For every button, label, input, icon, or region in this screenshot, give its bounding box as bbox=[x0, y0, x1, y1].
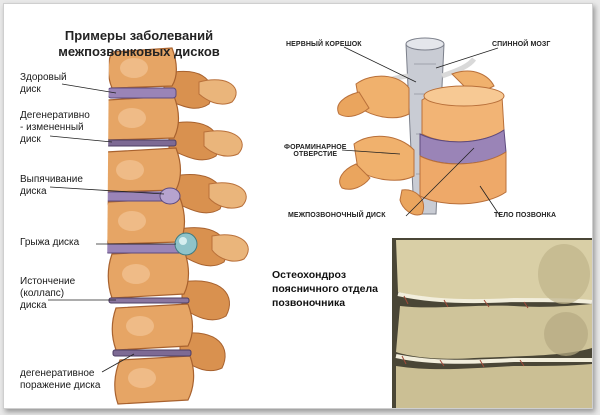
tag-vertebral-body: ТЕЛО ПОЗВОНКА bbox=[494, 212, 557, 219]
label-line: диска bbox=[20, 300, 47, 311]
tag-nerve-root: НЕРВНЫЙ КОРЕШОК bbox=[286, 41, 362, 48]
image-frame: Примеры заболеваний межпозвонковых диско… bbox=[3, 3, 593, 409]
label-bulging-disc: Выпячивание диска bbox=[20, 174, 83, 198]
label-healthy-disc: Здоровый диск bbox=[20, 72, 67, 96]
label-line: - измененный bbox=[20, 122, 84, 133]
label-disc-hernia: Грыжа диска bbox=[20, 237, 79, 249]
title-line: межпозвонковых дисков bbox=[58, 44, 220, 59]
diagram-title: Примеры заболеваний межпозвонковых диско… bbox=[44, 28, 234, 60]
anatomy-leader-lines bbox=[341, 46, 501, 217]
tag-spinal-cord: СПИННОЙ МОЗГ bbox=[492, 41, 551, 48]
label-line: Грыжа диска bbox=[20, 237, 80, 248]
xray-photo bbox=[392, 238, 592, 408]
label-disc-thinning: Истончение (коллапс) диска bbox=[20, 276, 75, 312]
label-line: Дегенеративно bbox=[20, 110, 90, 121]
caption-line: поясничного отдела bbox=[272, 283, 378, 295]
label-line: Здоровый bbox=[20, 72, 67, 83]
tag-intervertebral-disc: МЕЖПОЗВОНОЧНЫЙ ДИСК bbox=[288, 212, 386, 219]
illustration bbox=[48, 37, 592, 408]
label-line: Выпячивание bbox=[20, 174, 83, 185]
osteochondrosis-caption: Остеохондроз поясничного отдела позвоноч… bbox=[272, 268, 392, 310]
label-degenerative-disc: Дегенеративно - измененный диск bbox=[20, 110, 90, 146]
tag-line: ОТВЕРСТИЕ bbox=[293, 151, 338, 158]
label-line: поражение диска bbox=[20, 380, 101, 391]
caption-line: позвоночника bbox=[272, 297, 346, 309]
vertebra-anatomy bbox=[337, 37, 507, 216]
label-line: диска bbox=[20, 186, 47, 197]
caption-line: Остеохондроз bbox=[272, 269, 347, 281]
tag-foramen: ФОРАМИНАРНОЕ ОТВЕРСТИЕ bbox=[284, 144, 347, 158]
label-line: диск bbox=[20, 134, 41, 145]
title-line: Примеры заболеваний bbox=[64, 28, 214, 43]
label-degenerative-lesion: дегенеративное поражение диска bbox=[20, 368, 100, 392]
tag-line: ФОРАМИНАРНОЕ bbox=[284, 144, 347, 151]
left-leader-lines bbox=[48, 83, 176, 373]
label-line: дегенеративное bbox=[20, 368, 95, 379]
label-line: (коллапс) bbox=[20, 288, 65, 299]
spine-illustration bbox=[88, 44, 249, 405]
label-line: Истончение bbox=[20, 276, 76, 287]
label-line: диск bbox=[20, 84, 41, 95]
